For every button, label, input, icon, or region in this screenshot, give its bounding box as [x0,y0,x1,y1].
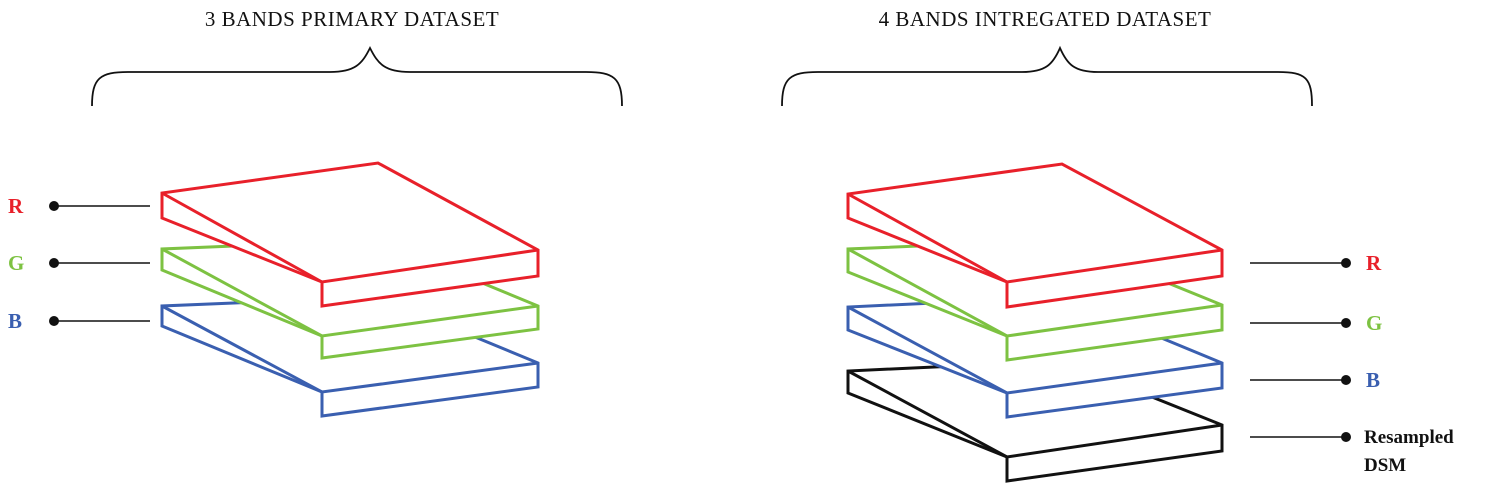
right-leader-dsm [1250,432,1351,442]
left-leader-red [49,201,150,211]
right-label-b: B [1366,368,1380,392]
left-leader-green [49,258,150,268]
left-layer-red [160,161,540,308]
right-group-title: 4 BANDS INTREGATED DATASET [879,7,1212,31]
right-label-dsm-line2: DSM [1364,455,1406,476]
left-group-brace [91,45,623,107]
left-label-r: R [8,194,24,218]
left-group-title: 3 BANDS PRIMARY DATASET [205,7,499,31]
right-group-brace [781,45,1313,107]
left-leader-blue [49,316,150,326]
left-label-b: B [8,309,22,333]
right-layer-red [846,162,1224,309]
right-leader-red [1250,258,1351,268]
right-label-r: R [1366,251,1382,275]
left-layer-red-face [160,161,540,308]
left-label-g: G [8,251,24,275]
right-label-g: G [1366,311,1382,335]
right-leader-green [1250,318,1351,328]
right-label-dsm-line1: Resampled [1364,427,1454,448]
right-layer-red-face [846,162,1224,309]
right-leader-blue [1250,375,1351,385]
